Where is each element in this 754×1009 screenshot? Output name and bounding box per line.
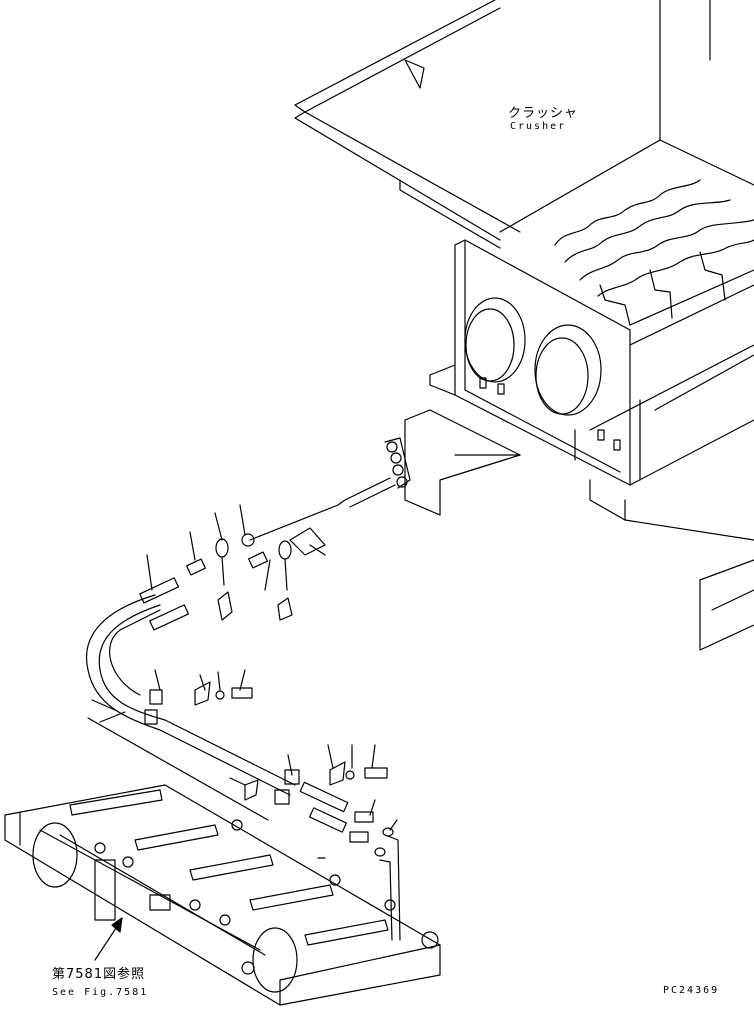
part-code: PC24369	[663, 985, 720, 996]
parts-row-middle	[91, 669, 253, 725]
crusher-label-en: Crusher	[510, 121, 567, 132]
crusher-fittings	[384, 437, 411, 489]
figure-reference-jp: 第7581図参照	[52, 967, 146, 982]
drain-pipe	[87, 717, 401, 941]
parts-row-lower	[229, 744, 398, 859]
reference-arrow	[94, 917, 123, 961]
parts-row-upper	[139, 504, 326, 631]
bearing-housing-left	[464, 297, 526, 383]
figure-reference-en: See Fig.7581	[52, 987, 149, 998]
crusher-label-jp: クラッシャ	[508, 106, 579, 121]
crusher-body	[404, 239, 754, 651]
bearing-housing-right	[534, 324, 602, 416]
hydraulic-hose	[86, 477, 396, 796]
roller-front-left	[32, 822, 78, 888]
roller-rear-right	[252, 927, 298, 993]
conveyor-frame	[4, 784, 441, 1006]
crusher-hopper	[294, 0, 754, 249]
crusher-rotor-teeth	[554, 179, 754, 326]
